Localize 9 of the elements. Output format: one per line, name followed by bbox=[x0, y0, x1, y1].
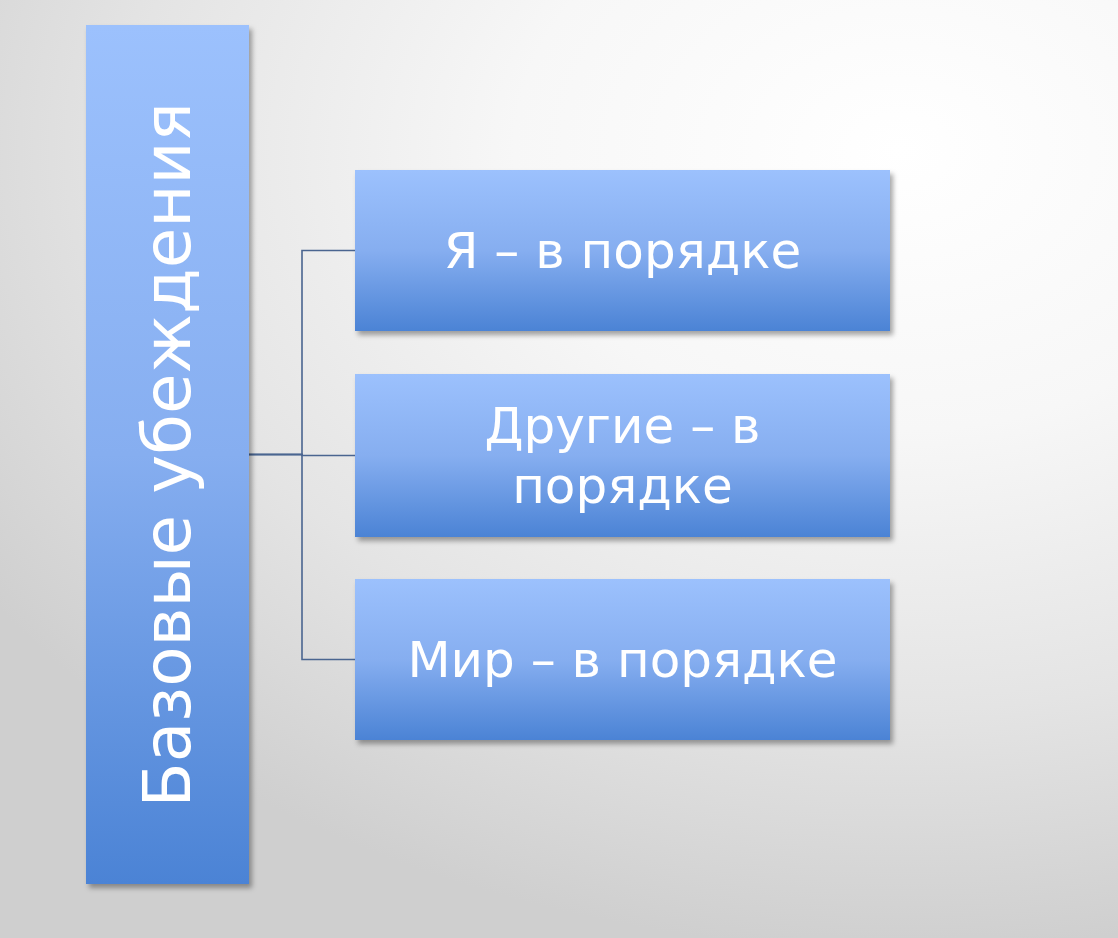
box-label: Базовые убеждения bbox=[127, 101, 207, 808]
box-label: Другие – в порядке bbox=[483, 395, 762, 516]
connector-line bbox=[248, 453, 356, 661]
vertical-box bbox=[86, 25, 249, 884]
process-box bbox=[355, 374, 890, 537]
process-box bbox=[355, 579, 890, 740]
process-box bbox=[355, 170, 890, 331]
box-label: Мир – в порядке bbox=[407, 629, 838, 690]
box-label: Я – в порядке bbox=[443, 220, 802, 281]
